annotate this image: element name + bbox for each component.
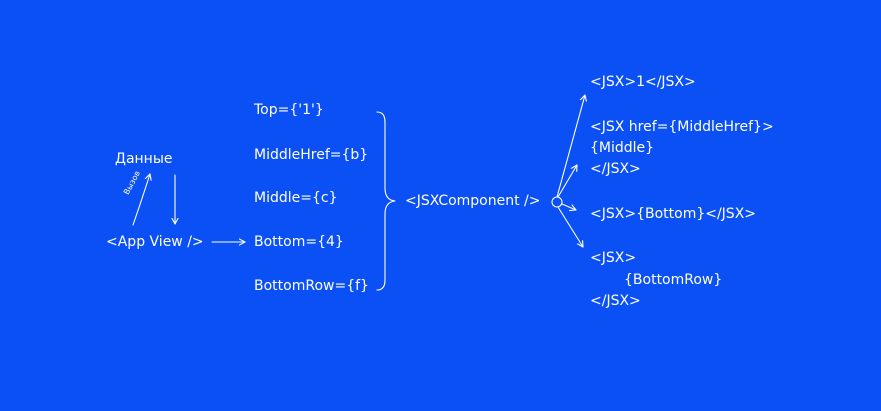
component-node: <JSXComponent /> [405, 193, 541, 209]
prop-bottom-row: BottomRow={f} [254, 278, 369, 294]
prop-middle-href: MiddleHref={b} [254, 147, 369, 163]
data-node: Данные [115, 151, 173, 167]
fanout-arrow-row [557, 206, 584, 248]
prop-bottom: Bottom={4} [254, 234, 344, 250]
output-bottom: <JSX>{Bottom}</JSX> [590, 206, 757, 222]
call-arrow [132, 173, 150, 226]
fanout-arrow-top [556, 94, 585, 198]
output-row-open: <JSX> [590, 250, 637, 266]
app-view-node: <App View /> [106, 234, 204, 250]
output-middle-close: </JSX> [590, 161, 641, 177]
output-row-close: </JSX> [590, 293, 641, 309]
output-middle-open: <JSX href={MiddleHref}> [590, 119, 774, 135]
output-middle-body: {Middle} [590, 140, 655, 156]
fanout-arrow-bottom [561, 203, 577, 210]
props-brace [376, 111, 396, 291]
junction-circle [551, 196, 563, 208]
output-top: <JSX>1</JSX> [590, 74, 696, 90]
fanout-arrow-middle [557, 164, 578, 198]
prop-middle: Middle={c} [254, 190, 338, 206]
prop-top: Top={'1'} [254, 102, 324, 118]
output-row-body: {BottomRow} [624, 272, 723, 288]
